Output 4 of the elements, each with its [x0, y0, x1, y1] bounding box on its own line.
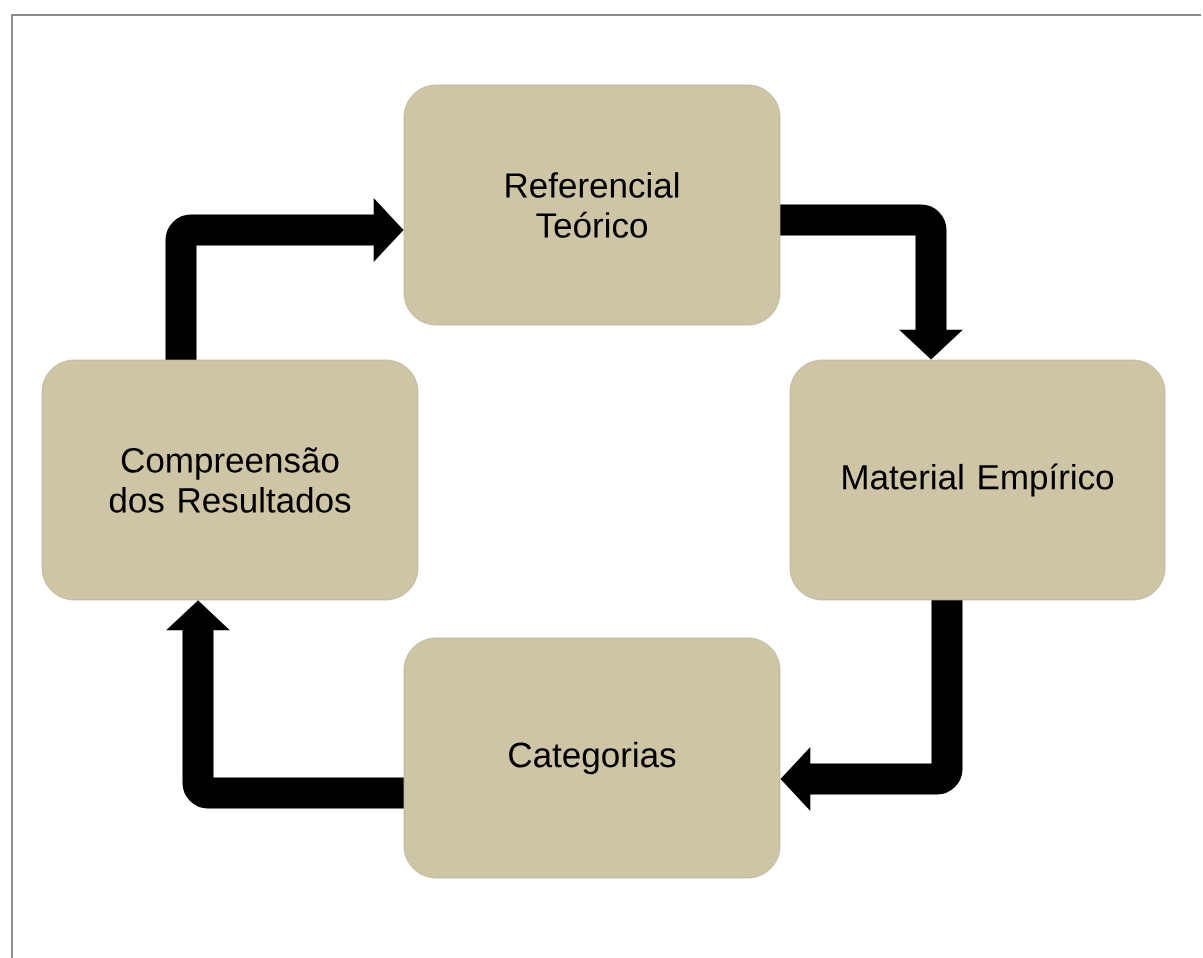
process-box: Categorias [403, 637, 781, 879]
process-box: Compreensão dos Resultados [41, 359, 419, 601]
process-box: Referencial Teórico [403, 84, 781, 326]
process-box: Material Empírico [789, 359, 1166, 601]
